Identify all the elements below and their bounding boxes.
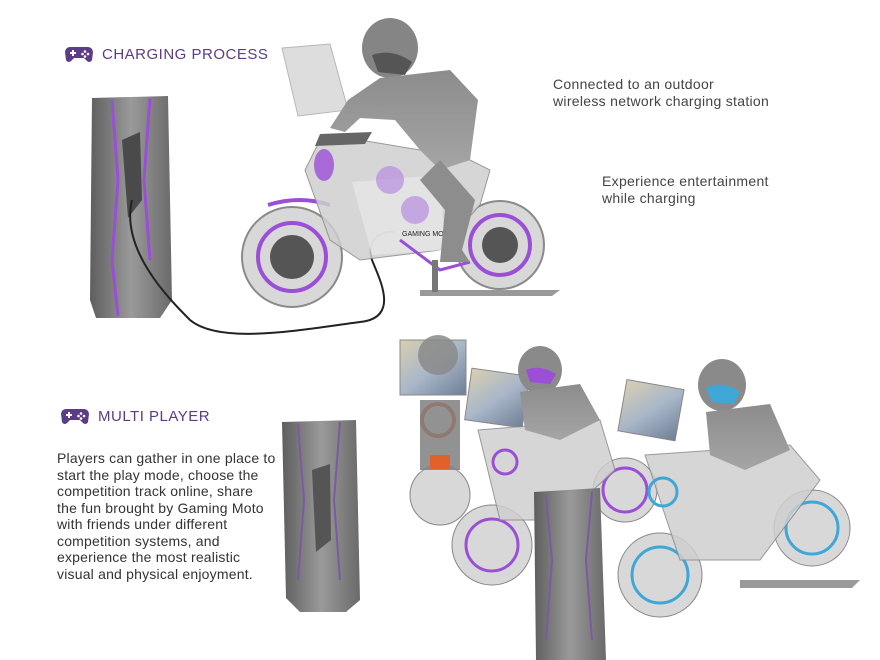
- multi-player-title: MULTI PLAYER: [98, 407, 211, 425]
- gamepad-icon: [65, 47, 93, 62]
- gaming-moto-purple: [451, 346, 658, 586]
- charging-station: [534, 488, 606, 660]
- charging-caption-station: Connected to an outdoor wireless network…: [553, 76, 770, 109]
- charging-caption-entertainment: Experience entertainment while charging: [602, 173, 769, 206]
- gamepad-icon: [61, 409, 89, 424]
- multi-player-heading: MULTI PLAYER: [60, 406, 210, 426]
- multi-player-description: Players can gather in one place to start…: [57, 450, 276, 582]
- gaming-moto-charging: GAMING MOTO: [241, 43, 560, 308]
- gaming-moto-blue: [617, 359, 860, 618]
- rider-charging: [330, 18, 478, 262]
- moto-brand-label: GAMING MOTO: [402, 231, 454, 238]
- gaming-moto-orange: [399, 335, 471, 526]
- charging-station: [282, 420, 360, 612]
- charging-process-title: CHARGING PROCESS: [102, 45, 269, 63]
- charging-process-heading: CHARGING PROCESS: [64, 44, 268, 64]
- charging-cable: [129, 199, 396, 335]
